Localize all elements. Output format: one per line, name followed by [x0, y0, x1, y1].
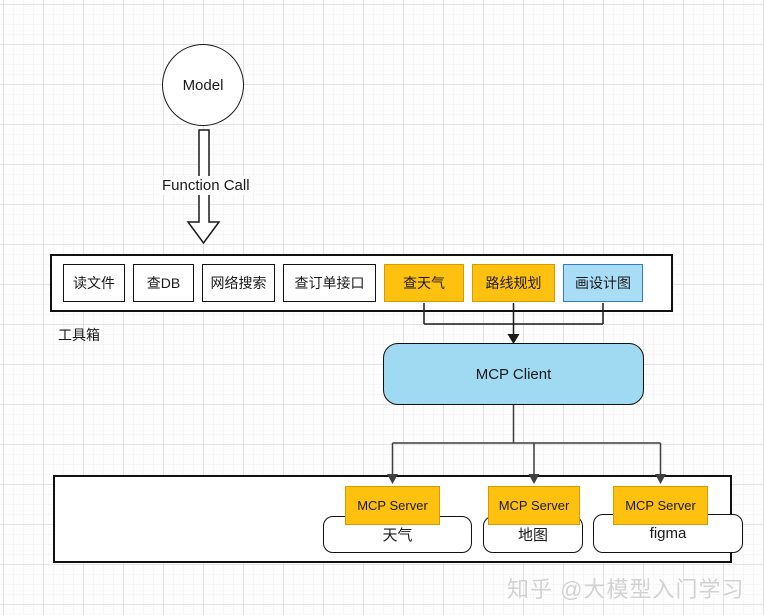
mcp-server-figma: MCP Server	[613, 486, 708, 525]
arrow-down-icon	[507, 334, 520, 344]
service-map-label: 地图	[517, 527, 548, 544]
tool-query-db: 查DB	[133, 264, 194, 302]
toolbox-label: 工具箱	[58, 327, 100, 343]
arrow-down-icon	[387, 474, 398, 484]
tool-draw-design: 画设计图	[563, 264, 643, 302]
model-label: Model	[182, 76, 224, 94]
tool-read-file: 读文件	[63, 264, 125, 302]
mcp-client-node: MCP Client	[383, 343, 644, 405]
arrow-down-icon	[528, 474, 540, 484]
toolbox-container: 读文件 查DB 网络搜索 查订单接口 查天气 路线规划 画设计图	[50, 254, 673, 312]
function-call-label: Function Call	[159, 176, 253, 195]
mcp-server-weather: MCP Server	[345, 486, 440, 525]
model-node: Model	[162, 44, 244, 126]
mcp-client-label: MCP Client	[475, 365, 552, 383]
mcp-server-map: MCP Server	[488, 486, 580, 525]
arrow-down-icon	[655, 474, 666, 484]
tool-weather: 查天气	[384, 264, 464, 302]
tool-web-search: 网络搜索	[202, 264, 275, 302]
service-figma-label: figma	[649, 525, 687, 542]
service-weather-label: 天气	[382, 527, 413, 544]
watermark: 知乎 @大模型入门学习	[507, 577, 745, 602]
tool-route-planning: 路线规划	[472, 264, 555, 302]
tool-order-api: 查订单接口	[283, 264, 376, 302]
